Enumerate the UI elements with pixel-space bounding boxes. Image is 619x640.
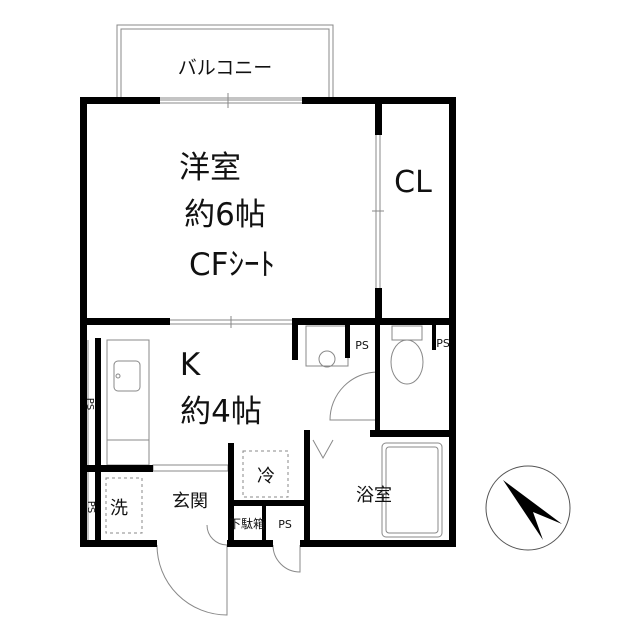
kitchen-size: 約4帖 <box>180 394 262 430</box>
ps-label: PS <box>436 337 450 350</box>
closet-label: CL <box>394 165 432 200</box>
ps-label: PS <box>278 518 292 531</box>
western-room-label: 洋室 <box>179 150 241 186</box>
fridge-label: 冷 <box>257 466 275 487</box>
western-room-size: 約6帖 <box>184 197 266 233</box>
balcony: バルコニー <box>116 24 334 101</box>
walls <box>80 97 456 547</box>
western-room-floor: CFｼｰﾄ <box>189 247 275 283</box>
balcony-label: バルコニー <box>178 57 273 79</box>
ps-label: PS <box>84 398 95 410</box>
north-arrow-icon <box>485 465 571 551</box>
ps-label: PS <box>85 501 96 513</box>
bathroom-label: 浴室 <box>356 485 392 506</box>
entrance-label: 玄関 <box>172 491 208 512</box>
shoe-box-label: 下駄箱 <box>229 516 265 531</box>
thin-lines <box>87 93 443 616</box>
washer-label: 洗 <box>110 498 128 519</box>
kitchen-label: K <box>180 347 201 383</box>
ps-label: PS <box>355 339 369 352</box>
